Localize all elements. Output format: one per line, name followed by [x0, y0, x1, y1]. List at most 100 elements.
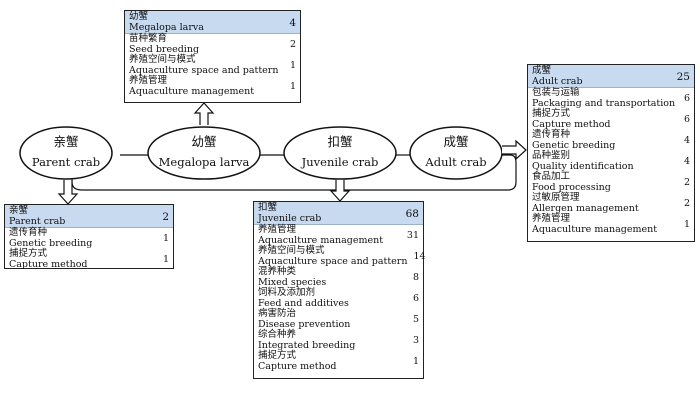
row-label-en: Genetic breeding	[9, 237, 93, 249]
row-count: 1	[289, 81, 296, 92]
row-count: 2	[289, 39, 296, 50]
stage-megalopa-larva: 幼蟹 Megalopa larva	[147, 126, 261, 180]
row-label-zh: 养殖空间与模式	[258, 245, 325, 256]
row-label-en: Capture method	[532, 118, 611, 130]
adult-box-header-count: 25	[676, 70, 690, 83]
stage-adult-crab: 成蟹 Adult crab	[409, 126, 503, 180]
parent-box-header-zh: 亲蟹	[9, 205, 29, 216]
juvenile-box-header-en: Juvenile crab	[258, 212, 322, 224]
row-label-en: Capture method	[258, 360, 337, 372]
row-label-en: Seed breeding	[129, 43, 200, 55]
row-count: 4	[683, 156, 690, 167]
row-label-en: Food processing	[532, 181, 611, 193]
row-label-zh: 食品加工	[532, 171, 571, 182]
stage-parent-crab-zh: 亲蟹	[53, 134, 78, 149]
row-label-zh: 捕捉方式	[9, 248, 48, 259]
row-count: 2	[683, 198, 690, 209]
row-count: 1	[162, 254, 169, 265]
stage-nodes: 亲蟹 Parent crab 幼蟹 Megalopa larva 扣蟹 Juve…	[19, 126, 503, 180]
stage-megalopa-larva-zh: 幼蟹	[191, 134, 216, 149]
row-label-en: Aquaculture management	[129, 85, 255, 97]
row-count: 8	[412, 272, 419, 283]
row-label-zh: 捕捉方式	[532, 108, 571, 119]
adult-box-header-en: Adult crab	[532, 75, 583, 87]
stage-megalopa-larva-en: Megalopa larva	[159, 155, 250, 169]
row-label-zh: 品种鉴别	[532, 150, 571, 161]
stage-parent-crab: 亲蟹 Parent crab	[19, 126, 113, 180]
row-label-en: Aquaculture management	[258, 234, 384, 246]
row-label-zh: 遗传育种	[532, 129, 571, 140]
row-label-zh: 养殖管理	[532, 213, 571, 224]
stage-juvenile-crab-en: Juvenile crab	[301, 155, 379, 169]
row-count: 2	[683, 177, 690, 188]
row-label-en: Mixed species	[258, 276, 327, 288]
arrow-down-to-parent-box-icon	[57, 180, 79, 205]
row-label-en: Aquaculture space and pattern	[129, 64, 279, 76]
row-label-zh: 饲料及添加剂	[258, 287, 316, 298]
hollow-arrows	[57, 102, 527, 205]
parent-box-header-en: Parent crab	[9, 215, 66, 227]
row-label-zh: 包装与运输	[532, 87, 580, 98]
row-label-en: Feed and additives	[258, 297, 349, 309]
return-loop-line	[71, 154, 517, 191]
row-label-zh: 综合种养	[258, 329, 297, 340]
row-label-zh: 养殖管理	[258, 224, 297, 235]
row-label-zh: 混养种类	[258, 266, 297, 277]
arrow-up-to-megalopa-box-icon	[193, 102, 215, 125]
row-count: 31	[406, 230, 419, 241]
row-label-en: Integrated breeding	[258, 339, 356, 351]
stage-parent-crab-en: Parent crab	[32, 155, 100, 169]
row-count: 1	[289, 60, 296, 71]
stage-juvenile-crab: 扣蟹 Juvenile crab	[283, 126, 397, 180]
row-label-zh: 捕捉方式	[258, 350, 297, 361]
adult-box-header: 成蟹 Adult crab 25	[528, 65, 694, 88]
megalopa-box-header-count: 4	[289, 16, 296, 29]
row-label-zh: 遗传育种	[9, 227, 48, 238]
parent-box-header: 亲蟹 Parent crab 2	[5, 205, 173, 228]
adult-box-header-zh: 成蟹	[532, 65, 552, 76]
row-label-zh: 养殖空间与模式	[129, 54, 196, 65]
stage-adult-crab-zh: 成蟹	[443, 134, 468, 149]
arrow-right-to-adult-box-icon	[502, 139, 527, 161]
row-label-zh: 病害防治	[258, 308, 297, 319]
row-label-zh: 养殖管理	[129, 75, 168, 86]
row-label-en: Genetic breeding	[532, 139, 616, 151]
row-label-en: Allergen management	[532, 202, 639, 214]
row-count: 1	[412, 356, 419, 367]
parent-box-header-count: 2	[162, 210, 169, 223]
row-label-zh: 过敏原管理	[532, 192, 580, 203]
megalopa-box-header-en: Megalopa larva	[129, 21, 204, 33]
row-label-en: Disease prevention	[258, 318, 351, 330]
row-count: 4	[683, 135, 690, 146]
row-count: 6	[412, 293, 419, 304]
row-count: 6	[683, 93, 690, 104]
row-count: 1	[162, 233, 169, 244]
row-label-en: Packaging and transportation	[532, 97, 676, 109]
row-label-en: Aquaculture space and pattern	[258, 255, 408, 267]
row-count: 14	[413, 251, 426, 262]
row-label-zh: 苗种繁育	[129, 33, 168, 44]
